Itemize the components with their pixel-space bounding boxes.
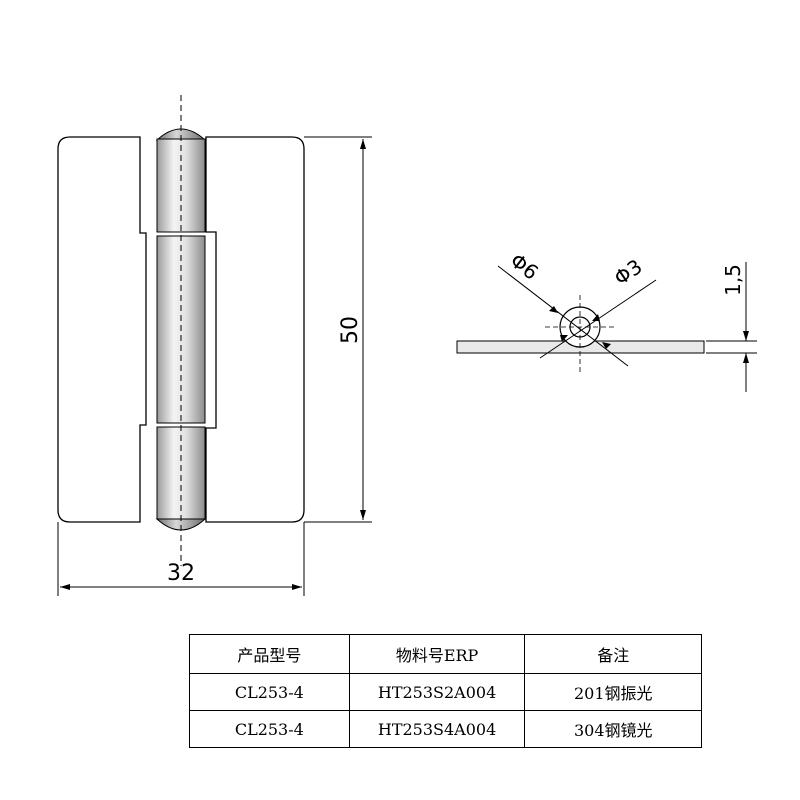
outer-diameter-label: Φ6 <box>506 248 543 284</box>
header-model: 产品型号 <box>189 634 350 674</box>
header-note: 备注 <box>524 634 702 674</box>
cell-note: 304钢镜光 <box>524 710 702 748</box>
leader-outer-diameter <box>497 265 629 367</box>
dimension-width-label: 32 <box>167 561 195 586</box>
cell-erp: HT253S4A004 <box>348 710 526 748</box>
dimension-height-label: 50 <box>338 316 363 344</box>
inner-diameter-label: Φ3 <box>610 254 647 290</box>
spec-table: 产品型号 物料号ERP 备注 CL253-4 HT253S2A004 201钢振… <box>189 634 702 748</box>
left-leaf <box>57 136 147 523</box>
bottom-pin-cap <box>155 518 207 531</box>
bottom-knuckle <box>156 426 206 520</box>
cell-model: CL253-4 <box>189 710 350 748</box>
table-row: CL253-4 HT253S2A004 201钢振光 <box>189 673 702 711</box>
right-leaf <box>205 136 305 523</box>
cell-model: CL253-4 <box>189 673 350 711</box>
hinge-side-view: Φ6 Φ3 1,5 <box>456 248 757 392</box>
thickness-label: 1,5 <box>721 264 745 296</box>
header-erp: 物料号ERP <box>348 634 526 674</box>
cell-erp: HT253S2A004 <box>348 673 526 711</box>
table-header-row: 产品型号 物料号ERP 备注 <box>189 634 702 674</box>
cell-note: 201钢振光 <box>524 673 702 711</box>
hinge-front-view: 50 32 <box>57 95 372 596</box>
table-row: CL253-4 HT253S4A004 304钢镜光 <box>189 710 702 748</box>
